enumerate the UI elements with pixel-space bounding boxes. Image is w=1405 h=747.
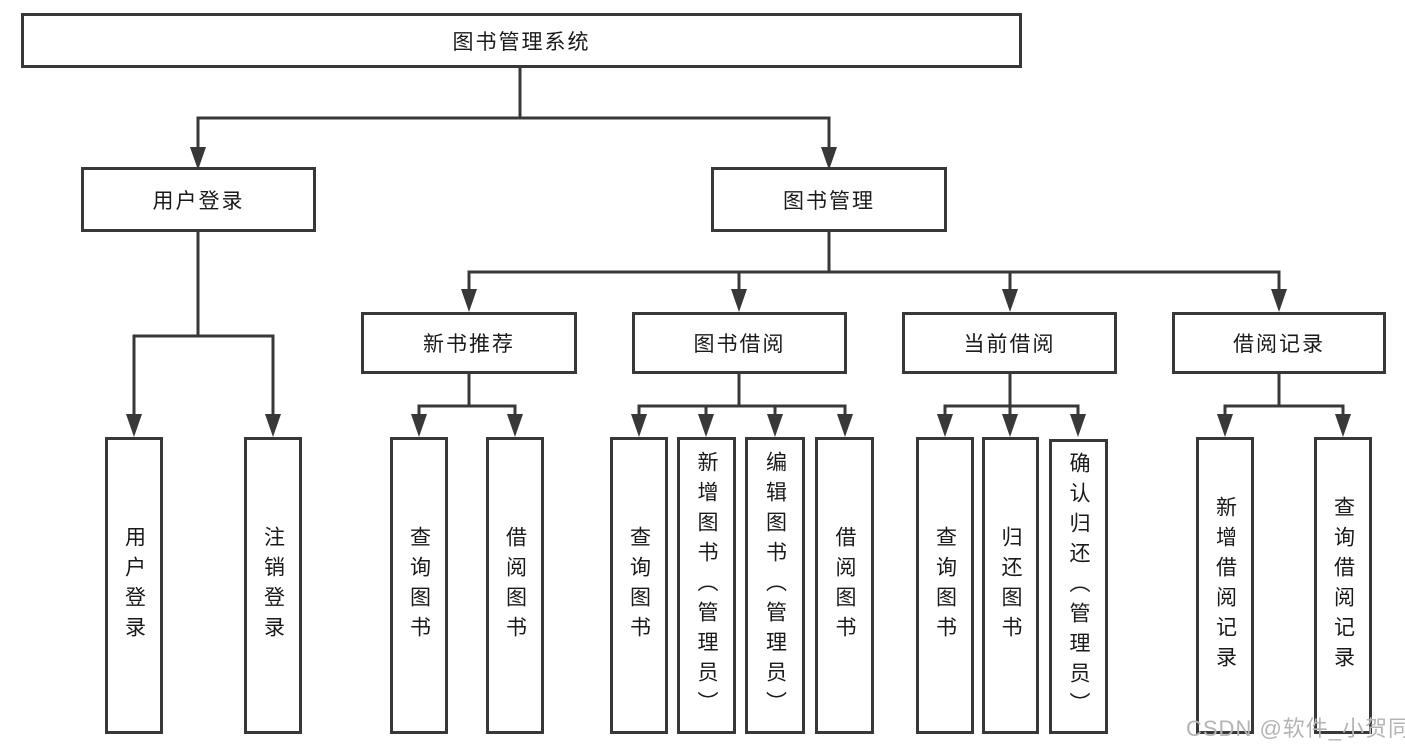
leaf-query-borrow-record-label: 查询借阅记录 bbox=[1331, 495, 1355, 676]
node-new-book-recommend: 新书推荐 bbox=[361, 312, 577, 374]
leaf-logout-label: 注销登录 bbox=[261, 525, 285, 646]
leaf-query-book-1: 查询图书 bbox=[390, 437, 448, 734]
leaf-add-book-admin-label: 新增图书（管理员） bbox=[695, 450, 719, 721]
csdn-watermark: CSDN @软件_小贺同学 bbox=[1186, 716, 1405, 741]
leaf-borrow-book-2: 借阅图书 bbox=[815, 437, 874, 734]
leaf-query-book-3: 查询图书 bbox=[916, 437, 974, 734]
node-book-management-text: 图书管理 bbox=[783, 189, 875, 213]
leaf-user-login: 用户登录 bbox=[105, 437, 163, 734]
leaf-query-borrow-record: 查询借阅记录 bbox=[1314, 437, 1372, 734]
leaf-return-book-label: 归还图书 bbox=[999, 525, 1023, 646]
node-borrow-records: 借阅记录 bbox=[1172, 312, 1386, 374]
node-user-login-label: 用户登录 bbox=[152, 189, 245, 213]
node-user-login: 用户登录 bbox=[81, 167, 316, 232]
leaf-query-book-2-label: 查询图书 bbox=[627, 525, 651, 646]
node-current-borrow-label: 当前借阅 bbox=[963, 333, 1056, 356]
leaf-query-book-3-label: 查询图书 bbox=[933, 525, 957, 646]
leaf-confirm-return-admin: 确认归还（管理员） bbox=[1049, 439, 1108, 734]
node-book-borrow: 图书借阅 bbox=[632, 312, 847, 374]
node-root-label: 图书管理系统 bbox=[452, 30, 591, 54]
node-current-borrow: 当前借阅 bbox=[902, 312, 1117, 374]
leaf-logout: 注销登录 bbox=[244, 437, 302, 734]
leaf-edit-book-admin: 编辑图书（管理员） bbox=[745, 437, 805, 734]
node-book-management: 图书管理 bbox=[711, 167, 947, 232]
node-borrow-records-label: 借阅记录 bbox=[1233, 333, 1325, 356]
leaf-confirm-return-admin-label: 确认归还（管理员） bbox=[1067, 451, 1091, 722]
leaf-borrow-book-2-label: 借阅图书 bbox=[833, 525, 857, 646]
node-book-borrow-label: 图书借阅 bbox=[693, 333, 786, 356]
leaf-add-borrow-record: 新增借阅记录 bbox=[1196, 437, 1254, 734]
node-root-system: 图书管理系统 bbox=[21, 13, 1022, 68]
leaf-query-book-1-label: 查询图书 bbox=[407, 525, 431, 646]
arrowheads bbox=[126, 147, 1351, 437]
leaf-query-book-2: 查询图书 bbox=[610, 437, 668, 734]
leaf-add-borrow-record-label: 新增借阅记录 bbox=[1213, 495, 1237, 676]
leaf-edit-book-admin-label: 编辑图书（管理员） bbox=[763, 450, 787, 721]
leaf-add-book-admin: 新增图书（管理员） bbox=[677, 437, 736, 734]
leaf-borrow-book-1-label: 借阅图书 bbox=[503, 525, 527, 646]
leaf-borrow-book-1: 借阅图书 bbox=[486, 437, 544, 734]
leaf-user-login-label: 用户登录 bbox=[122, 525, 146, 646]
node-new-book-recommend-label: 新书推荐 bbox=[423, 333, 515, 356]
leaf-return-book: 归还图书 bbox=[982, 437, 1039, 734]
